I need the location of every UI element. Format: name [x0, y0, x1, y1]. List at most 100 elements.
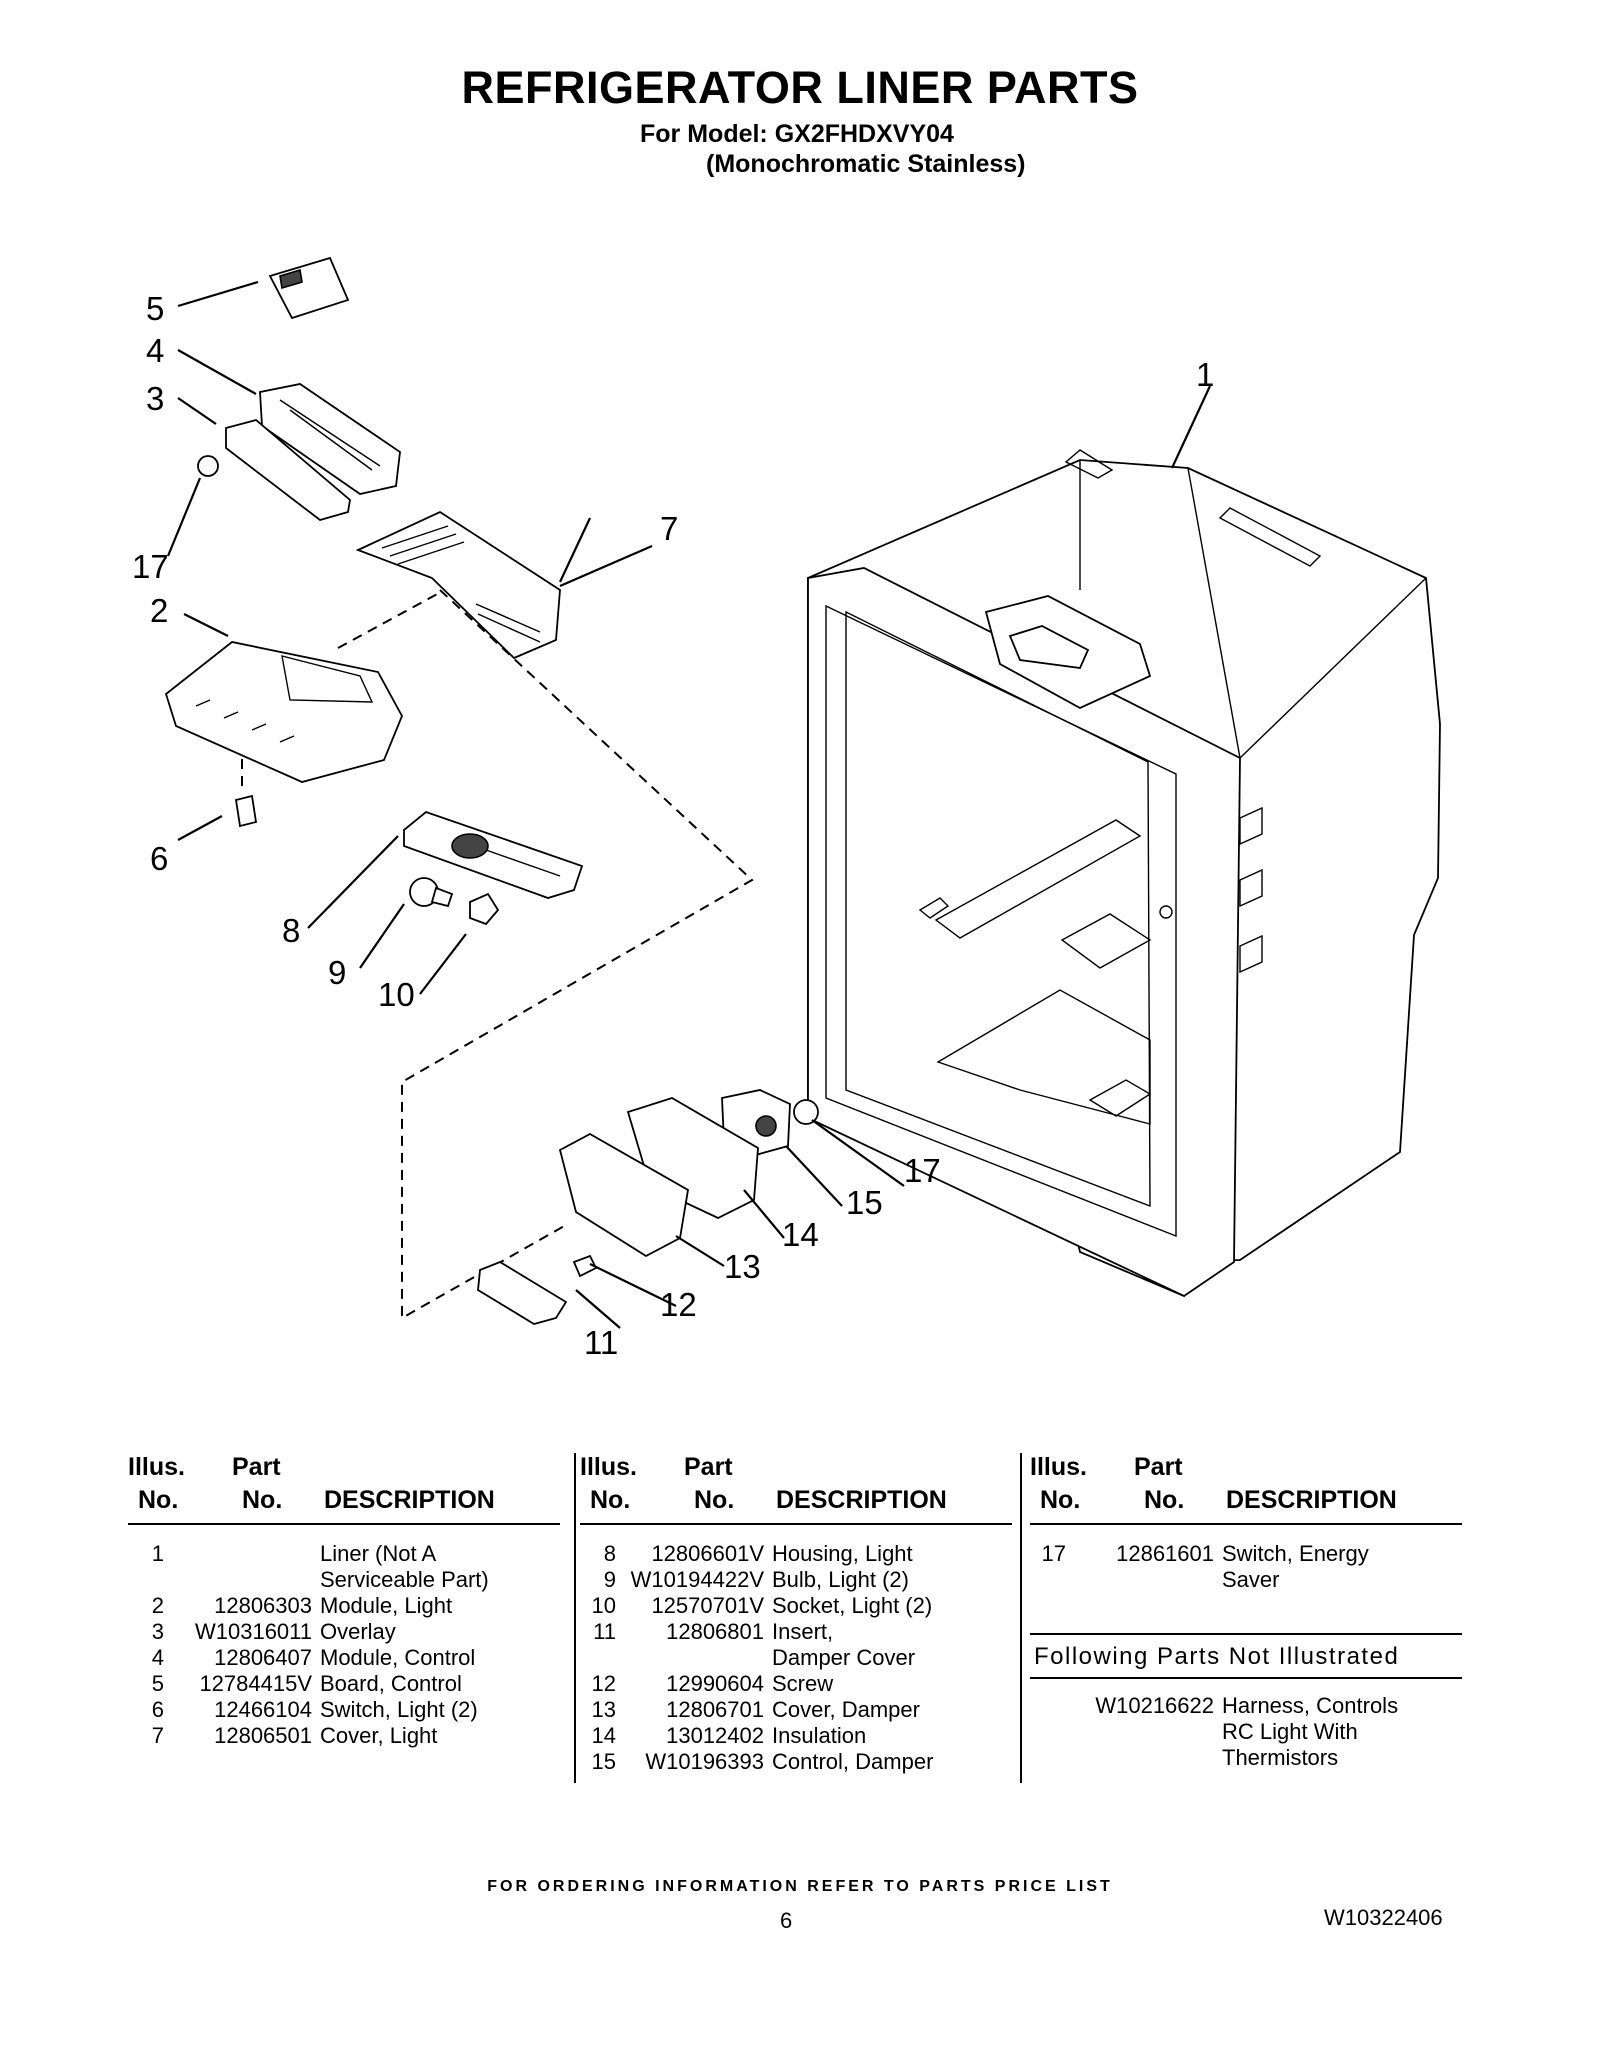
part-number: 12861601 [1116, 1541, 1214, 1566]
part-description: Board, Control [320, 1671, 462, 1696]
illus-number: 10 [591, 1593, 616, 1618]
column-divider [1020, 1453, 1022, 1783]
parts-row-continuation: Serviceable Part) [128, 1567, 560, 1593]
part-number: 12806501 [214, 1723, 312, 1748]
illus-number: 3 [151, 1619, 164, 1644]
parts-row-continuation: RC Light With [1030, 1719, 1462, 1745]
part-description: Screw [772, 1671, 834, 1696]
callout-15: 15 [846, 1184, 883, 1221]
board-control-drawing [268, 256, 350, 320]
callout-7: 7 [660, 510, 678, 547]
description-label: DESCRIPTION [1226, 1486, 1397, 1514]
callout-4: 4 [146, 332, 164, 369]
overlay-drawing [225, 419, 351, 521]
header-rule [128, 1523, 560, 1525]
not-illustrated-bottom-rule [1030, 1677, 1462, 1679]
light-housing-drawing [403, 810, 584, 899]
callout-5: 5 [146, 290, 164, 327]
energy-saver-switch-drawing [197, 455, 219, 477]
bulb-drawing [409, 877, 454, 908]
part-description: Insert, [772, 1619, 834, 1644]
illus-number: 2 [151, 1593, 164, 1618]
not-illustrated-top-rule [1030, 1633, 1462, 1635]
part-label: Part [1134, 1453, 1183, 1481]
page-title: REFRIGERATOR LINER PARTS [461, 62, 1139, 113]
part-description: Damper Cover [772, 1645, 916, 1670]
variant-line: (Monochromatic Stainless) [706, 150, 1026, 178]
callout-11: 11 [584, 1324, 618, 1361]
damper-insert-drawing [477, 1260, 568, 1325]
parts-row: 17 12861601 Switch, Energy [1030, 1541, 1462, 1567]
callout-9: 9 [328, 954, 346, 991]
parts-row: 5 12784415V Board, Control [128, 1671, 560, 1697]
illus-number: 5 [151, 1671, 164, 1696]
description-label: DESCRIPTION [324, 1486, 495, 1514]
parts-row: 2 12806303 Module, Light [128, 1593, 560, 1619]
callout-6: 6 [150, 840, 168, 877]
illus-label: Illus. [580, 1453, 637, 1481]
part-description: Serviceable Part) [320, 1567, 489, 1592]
part-number: 12806407 [214, 1645, 312, 1670]
illus-number: 17 [1041, 1541, 1066, 1566]
parts-row-continuation: Damper Cover [580, 1645, 1012, 1671]
description-label: DESCRIPTION [776, 1486, 947, 1514]
part-number: W10216622 [1095, 1693, 1214, 1718]
part-description: Thermistors [1222, 1745, 1339, 1770]
part-description: Housing, Light [772, 1541, 913, 1566]
part-description: Switch, Light (2) [320, 1697, 478, 1722]
illus-number: 14 [591, 1723, 616, 1748]
illus-number: 12 [591, 1671, 616, 1696]
part-number: W10196393 [645, 1749, 764, 1774]
parts-row-continuation: Thermistors [1030, 1745, 1462, 1771]
callout-17-upper: 17 [132, 548, 169, 585]
part-number: 12784415V [199, 1671, 312, 1696]
illus-number: 1 [151, 1541, 164, 1566]
illus-number: 11 [593, 1619, 616, 1644]
column-header: Illus. No. Part No. DESCRIPTION [128, 1453, 560, 1523]
illus-number: 6 [151, 1697, 164, 1722]
light-module-drawing [164, 641, 403, 783]
column-header: Illus. No. Part No. DESCRIPTION [1030, 1453, 1462, 1523]
part-description: Cover, Damper [772, 1697, 920, 1722]
part-description: RC Light With [1222, 1719, 1358, 1744]
part-number: 13012402 [666, 1723, 764, 1748]
part-number: W10316011 [194, 1619, 312, 1644]
part-description: Switch, Energy [1222, 1541, 1369, 1566]
leader-lines [166, 280, 1211, 1329]
part-no-label: No. [1144, 1486, 1185, 1514]
part-number: 12806303 [214, 1593, 312, 1618]
part-no-label: No. [694, 1486, 735, 1514]
illus-no-label: No. [138, 1486, 179, 1514]
column-header: Illus. No. Part No. DESCRIPTION [580, 1453, 1012, 1523]
illus-number: 4 [151, 1645, 164, 1670]
header-rule [1030, 1523, 1462, 1525]
light-switch-drawing [234, 794, 258, 828]
part-number: W10194422V [630, 1567, 764, 1592]
callout-14: 14 [782, 1216, 819, 1253]
part-no-label: No. [242, 1486, 283, 1514]
part-description: Control, Damper [772, 1749, 934, 1774]
document-number: W10322406 [1324, 1905, 1443, 1930]
part-description: Module, Light [320, 1593, 453, 1618]
illus-number: 7 [151, 1723, 164, 1748]
illus-no-label: No. [590, 1486, 631, 1514]
part-number: 12806701 [666, 1697, 764, 1722]
part-number: 12806601V [651, 1541, 764, 1566]
callout-2: 2 [150, 592, 168, 629]
part-description: Saver [1222, 1567, 1280, 1592]
part-number: 12806801 [666, 1619, 764, 1644]
page-number: 6 [780, 1908, 793, 1933]
callout-3: 3 [146, 380, 164, 417]
illus-label: Illus. [1030, 1453, 1087, 1481]
parts-column-3: Illus. No. Part No. DESCRIPTION 17 128616… [1030, 1453, 1462, 1771]
illus-number: 9 [603, 1567, 616, 1592]
